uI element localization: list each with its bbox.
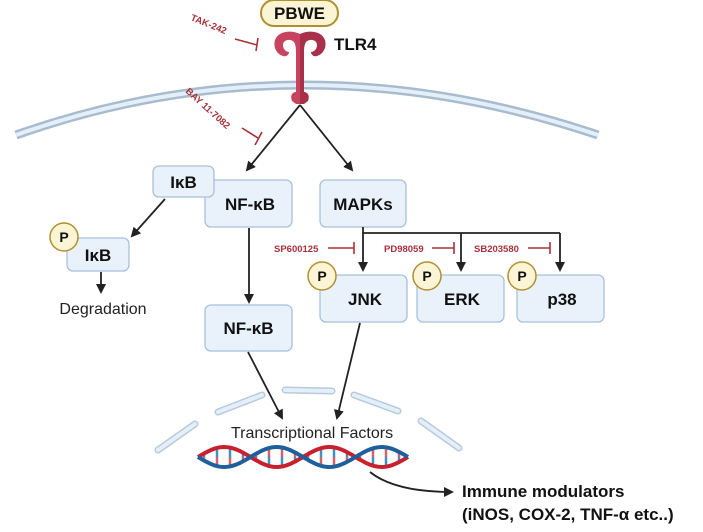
tak242-label: TAK-242: [189, 13, 228, 37]
transcriptional-factors-label: Transcriptional Factors: [231, 425, 393, 442]
erk-label: ERK: [444, 290, 481, 309]
tak242-inhibitor: TAK-242: [189, 13, 259, 52]
dna-helix-icon: [196, 444, 410, 470]
phospho-badge-erk: P: [412, 261, 442, 291]
nfkb-nuclear-label: NF-κB: [223, 319, 273, 338]
phospho-label: P: [422, 268, 431, 284]
mapks-node: MAPKs: [319, 179, 407, 228]
arrow-to-immune-modulators: [369, 471, 454, 497]
pbwe-ligand: PBWE: [260, 0, 339, 27]
pbwe-label: PBWE: [274, 4, 325, 23]
tlr4-receptor-icon: [274, 31, 326, 104]
phospho-badge-p38: P: [507, 261, 537, 291]
pd98059-inhibitor: PD98059: [384, 242, 455, 255]
jnk-node: JNK: [319, 274, 408, 323]
degradation-label: Degradation: [59, 301, 146, 318]
phospho-label: P: [59, 229, 68, 245]
sb203580-inhibitor: SB203580: [474, 242, 551, 255]
immune-modulators-list: (iNOS, COX-2, TNF-α etc..): [462, 505, 674, 524]
arrow-jnk-to-tf: [334, 322, 361, 420]
jnk-label: JNK: [348, 290, 383, 309]
ikb-complex-node: IκB: [152, 165, 215, 198]
nfkb-nuclear-node: NF-κB: [204, 304, 293, 352]
phospho-badge-ikb: P: [49, 222, 79, 252]
pd98059-label: PD98059: [384, 244, 424, 255]
arrow-tlr4-to-nfkb: [245, 104, 301, 172]
ikb-complex-label: IκB: [170, 173, 196, 192]
ikb-phospho-node: IκB: [66, 237, 130, 272]
nfkb-complex-label: NF-κB: [225, 195, 275, 214]
phospho-badge-jnk: P: [307, 261, 337, 291]
immune-modulators-label: Immune modulators: [462, 482, 624, 501]
phospho-label: P: [317, 268, 326, 284]
cell-membrane: [14, 80, 600, 140]
sb203580-label: SB203580: [474, 244, 519, 255]
sp600125-label: SP600125: [274, 244, 319, 255]
arrow-tlr4-to-mapks: [299, 104, 354, 172]
p38-node: p38: [516, 274, 605, 323]
erk-node: ERK: [416, 274, 505, 323]
mapk-branches: [358, 227, 565, 272]
nfkb-complex-node: NF-κB: [204, 179, 293, 228]
dna-strand-blue: [196, 444, 410, 470]
arrow-ikb-to-phospho: [130, 198, 166, 238]
ikb-phospho-label: IκB: [85, 246, 111, 265]
arrow-nfkb-to-tf: [247, 351, 283, 420]
phospho-label: P: [517, 268, 526, 284]
p38-label: p38: [547, 290, 576, 309]
bay-inhibitor: BAY 11-7082: [183, 86, 263, 146]
tlr4-label: TLR4: [334, 35, 377, 54]
mapks-label: MAPKs: [333, 195, 393, 214]
nuclear-envelope: [154, 386, 463, 454]
sp600125-inhibitor: SP600125: [274, 242, 355, 255]
